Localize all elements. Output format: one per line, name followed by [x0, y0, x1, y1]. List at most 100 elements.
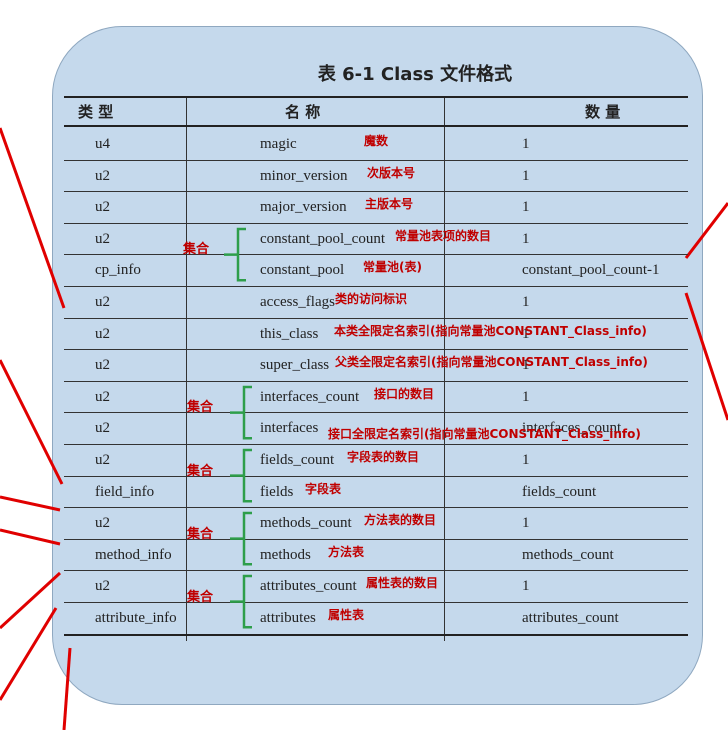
name-cell: this_class: [260, 325, 319, 342]
type-cell: u4: [95, 136, 110, 152]
count-cell: constant_pool_count-1: [522, 262, 660, 279]
group-label: 集合: [183, 242, 210, 258]
annotation-note: 属性表: [328, 608, 365, 622]
pointer-line: [62, 647, 72, 730]
count-cell: 1: [522, 388, 530, 405]
table-rule: [64, 191, 688, 193]
group-brace-icon: [230, 385, 252, 440]
table-rule: [64, 317, 688, 319]
annotation-note: 本类全限定名索引(指向常量池CONSTANT_Class_info): [334, 323, 647, 338]
name-cell: constant_pool_count: [260, 230, 385, 247]
annotation-note: 常量池(表): [363, 260, 422, 275]
count-cell: 1: [522, 325, 530, 342]
count-cell: 1: [522, 199, 530, 216]
table-rule: [64, 570, 688, 572]
type-cell: u2: [95, 420, 110, 437]
annotation-note: 属性表的数目: [366, 576, 439, 591]
header-name: 名 称: [285, 103, 321, 121]
name-cell: methods_count: [260, 515, 352, 532]
name-cell: major_version: [260, 199, 347, 216]
name-cell: minor_version: [260, 167, 348, 184]
name-cell: magic: [260, 136, 297, 152]
table-rule: [64, 286, 688, 287]
type-cell: u2: [95, 294, 110, 310]
annotation-note: 次版本号: [367, 165, 416, 180]
count-cell: 1: [522, 230, 530, 247]
table-rule: [64, 254, 688, 256]
pointer-line: [0, 528, 61, 546]
name-cell: interfaces: [260, 420, 319, 437]
type-cell: field_info: [95, 483, 155, 500]
table-rule: [64, 538, 688, 540]
group-brace-icon: [224, 227, 246, 282]
table-rule: [64, 96, 688, 98]
pointer-line: [0, 607, 58, 701]
annotation-note: 常量池表项的数目: [395, 228, 492, 243]
name-cell: fields_count: [260, 452, 335, 468]
annotation-note: 字段表: [305, 481, 342, 496]
name-cell: fields: [260, 483, 294, 500]
count-cell: 1: [522, 578, 530, 595]
table-rule: [64, 475, 688, 477]
pointer-line: [684, 292, 728, 421]
type-cell: u2: [95, 167, 110, 184]
group-label: 集合: [187, 526, 214, 542]
table-rule: [64, 222, 688, 224]
type-cell: attribute_info: [95, 610, 177, 626]
type-cell: u2: [95, 515, 110, 532]
column-divider: [186, 96, 187, 641]
annotation-note: 魔数: [364, 134, 389, 148]
annotation-note: 方法表的数目: [364, 513, 437, 528]
group-brace-icon: [230, 511, 252, 566]
group-label: 集合: [187, 463, 214, 479]
annotation-note: 父类全限定名索引(指向常量池CONSTANT_Class_info): [335, 355, 648, 370]
count-cell: 1: [522, 136, 530, 152]
name-cell: constant_pool: [260, 262, 345, 279]
count-cell: 1: [522, 167, 530, 184]
group-brace-icon: [230, 448, 252, 503]
table-rule: [64, 349, 688, 351]
annotation-note: 字段表的数目: [347, 450, 420, 464]
header-count: 数 量: [585, 103, 621, 121]
type-cell: method_info: [95, 546, 172, 563]
name-cell: interfaces_count: [260, 388, 360, 405]
name-cell: super_class: [260, 357, 330, 374]
table-title: 表 6-1 Class 文件格式: [317, 64, 513, 85]
count-cell: interfaces_count: [522, 420, 622, 437]
name-cell: access_flags: [260, 294, 335, 310]
count-cell: fields_count: [522, 483, 597, 500]
table-rule: [64, 412, 688, 414]
type-cell: u2: [95, 325, 110, 342]
type-cell: u2: [95, 578, 110, 595]
column-divider: [444, 96, 445, 641]
header-type: 类 型: [78, 103, 114, 121]
table-rule: [64, 380, 688, 382]
table-card: [52, 26, 703, 705]
count-cell: attributes_count: [522, 610, 619, 626]
name-cell: attributes_count: [260, 578, 357, 595]
type-cell: u2: [95, 357, 110, 374]
group-label: 集合: [187, 400, 214, 416]
table-rule: [64, 507, 688, 509]
table-rule: [64, 602, 688, 603]
name-cell: attributes: [260, 610, 316, 626]
pointer-line: [684, 202, 728, 259]
type-cell: u2: [95, 388, 110, 405]
count-cell: 1: [522, 357, 530, 374]
annotation-note: 类的访问标识: [335, 292, 408, 306]
annotation-note: 主版本号: [365, 197, 414, 212]
count-cell: 1: [522, 294, 530, 310]
table-rule: [64, 444, 688, 445]
group-label: 集合: [187, 590, 214, 605]
type-cell: cp_info: [95, 262, 141, 279]
type-cell: u2: [95, 199, 110, 216]
group-brace-icon: [230, 575, 252, 629]
table-rule: [64, 159, 688, 161]
pointer-line: [0, 571, 62, 630]
table-rule: [64, 633, 688, 636]
type-cell: u2: [95, 230, 110, 247]
annotation-note: 接口的数目: [374, 386, 435, 401]
table-rule: [64, 125, 688, 127]
annotation-note: 方法表: [328, 544, 365, 559]
